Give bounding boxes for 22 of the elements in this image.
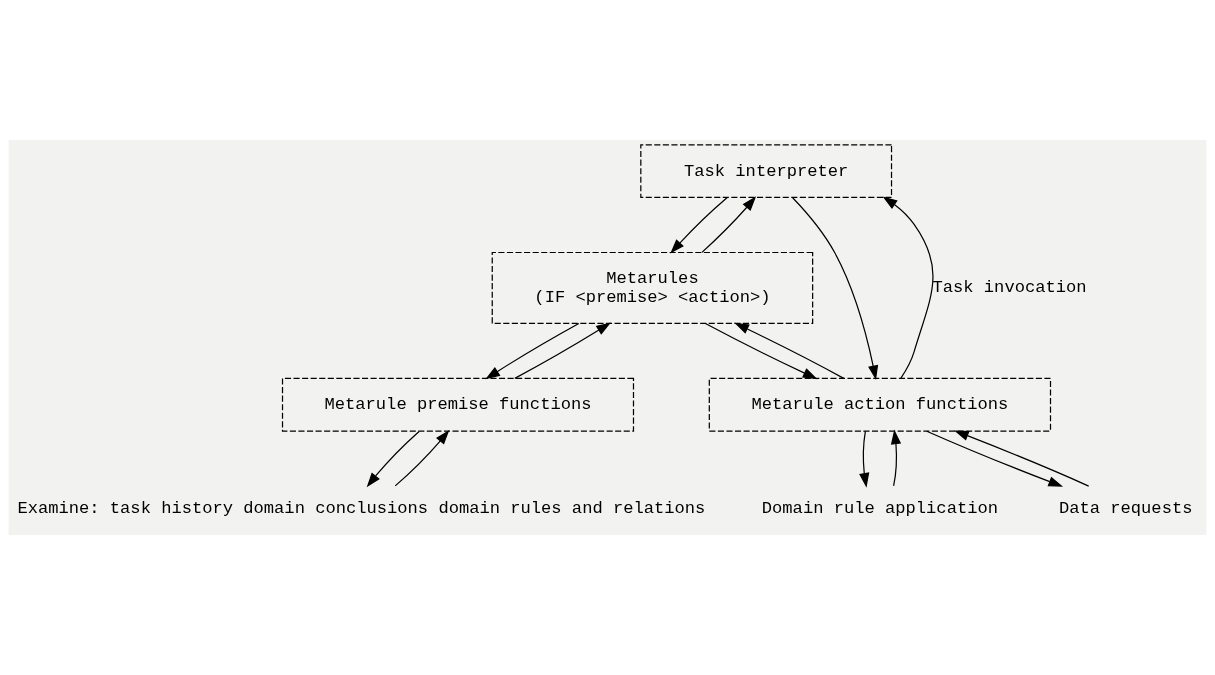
arrow [926,430,1064,487]
arrow [792,197,879,381]
arrow [670,196,728,254]
node-box: Metarule action functions [708,377,1052,432]
arrow [882,196,934,379]
node-text: Examine: task history domain conclusions domain rules and relations [17,498,706,518]
node-box: Metarule premise functions [281,377,635,432]
node-box: Metarules (IF <premise> <action>) [491,251,814,325]
arrow [701,196,757,253]
node-text: Domain rule application [761,498,998,518]
arrow [366,430,420,488]
node-text: Data requests [1058,498,1193,518]
arrow [394,430,450,487]
arrow [485,322,580,380]
arrow [954,430,1090,487]
arrow [514,322,611,379]
arrow [890,429,902,487]
arrow [704,322,818,380]
arrow [734,322,845,379]
arrow [859,430,870,488]
edge-label: Task invocation [932,278,1087,298]
node-box: Task interpreter [640,144,893,199]
